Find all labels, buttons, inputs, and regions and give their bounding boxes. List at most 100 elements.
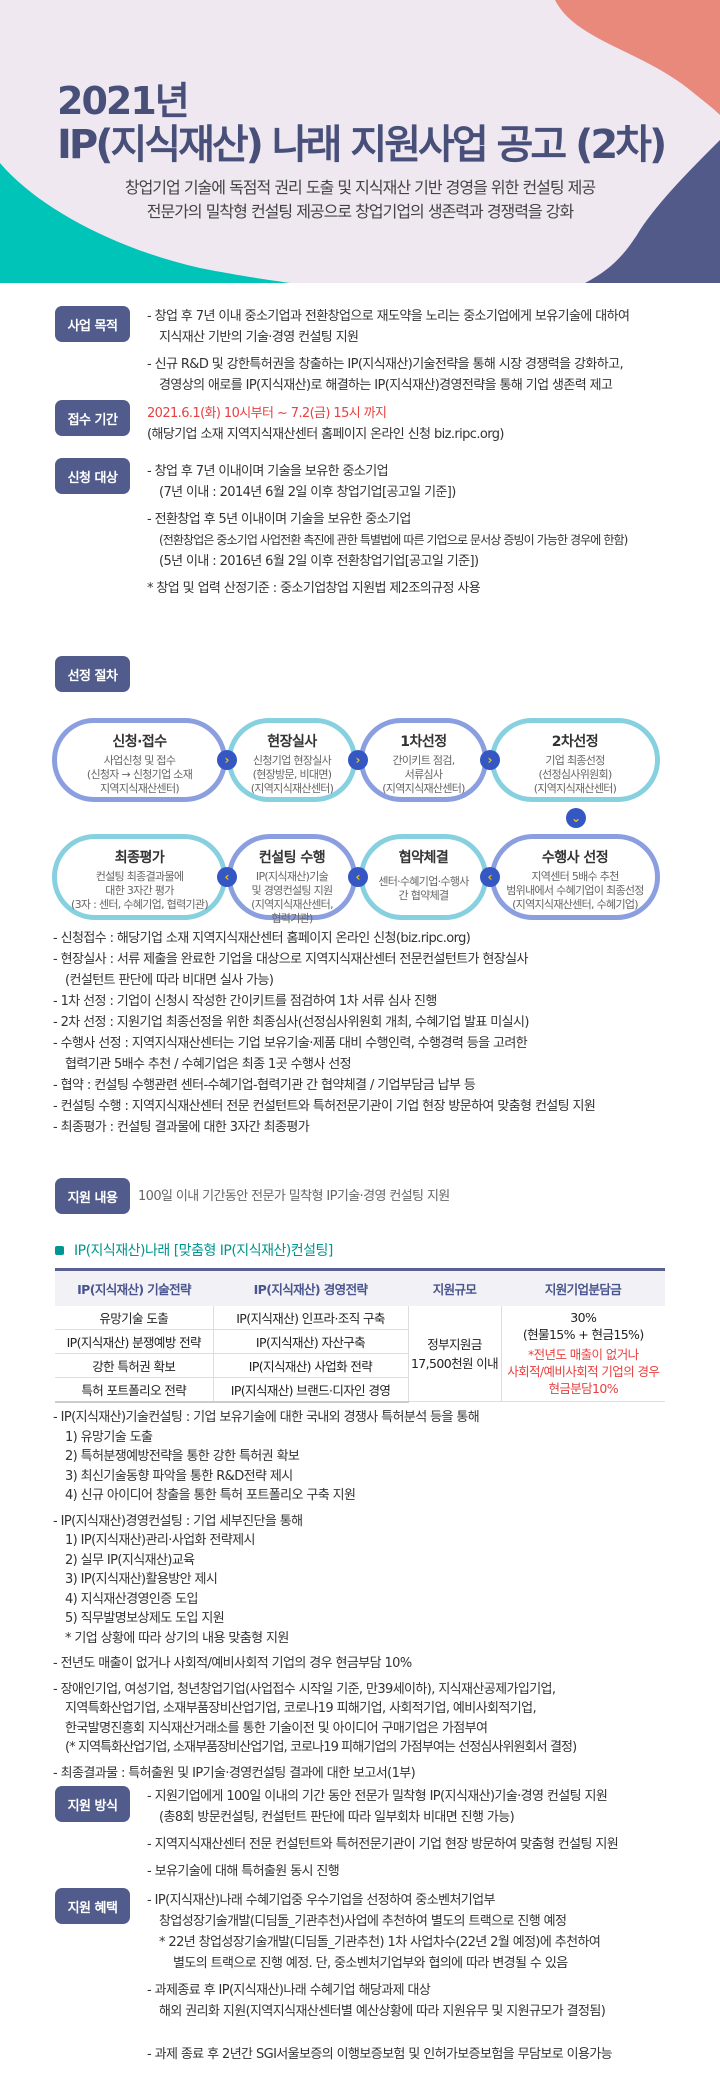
detail-line: - IP(지식재산)경영컨설팅 : 기업 세부진단을 통해 — [53, 1513, 303, 1529]
step-desc: 간 협약체결 — [398, 889, 450, 902]
share-note: 현금분담10% — [548, 1381, 619, 1397]
method-line: - 지역지식재산센터 전문 컨설턴트와 특허전문기관이 기업 현장 방문하여 맞… — [147, 1837, 619, 1852]
benefit-line: 별도의 트랙으로 진행 예정. 단, 중소벤처기업부와 협의에 따라 변경될 수… — [173, 1956, 568, 1971]
benefit-line: * 22년 창업성장기술개발(디딤돌_기관추천) 1차 사업차수(22년 2월 … — [159, 1935, 601, 1950]
process-note: - 협약 : 컨설팅 수행관련 센터-수혜기업-협력기관 간 협약체결 / 기업… — [53, 1078, 476, 1093]
step-desc: (지역지식재산센터, — [251, 898, 333, 911]
detail-line: - 최종결과물 : 특허출원 및 IP기술·경영컨설팅 결과에 대한 보고서(1… — [53, 1765, 416, 1781]
process-note: - 신청접수 : 해당기업 소재 지역지식재산센터 홈페이지 온라인 신청(bi… — [53, 931, 471, 946]
target-line: (전환창업은 중소기업 사업전환 촉진에 관한 특별법에 따른 기업으로 문서상… — [159, 533, 628, 547]
share-note: *전년도 매출이 없거나 — [528, 1347, 639, 1363]
hero-title: IP(지식재산) 나래 지원사업 공고 (2차) — [57, 122, 667, 168]
step-desc: (3자 : 센터, 수혜기업, 협력기관) — [71, 898, 209, 911]
hero-year: 2021년 — [57, 79, 190, 123]
process-note: - 수행사 선정 : 지역지식재산센터는 기업 보유기술·제품 대비 수행인력,… — [53, 1036, 528, 1051]
step-desc: (지역지식재산센터) — [533, 782, 617, 795]
table-header: IP(지식재산) 기술전략 IP(지식재산) 경영전략 지원규모 지원기업분담금 — [55, 1268, 665, 1306]
program-table: IP(지식재산) 기술전략 IP(지식재산) 경영전략 지원규모 지원기업분담금… — [55, 1268, 665, 1403]
column-header: 지원기업분담금 — [501, 1268, 665, 1306]
step-title: 신청·접수 — [112, 734, 167, 750]
detail-line: - 전년도 매출이 없거나 사회적/예비사회적 기업의 경우 현금부담 10% — [53, 1656, 412, 1671]
teal-blob — [0, 163, 290, 283]
step-desc: (선정심사위원회) — [538, 768, 612, 781]
step-title: 현장실사 — [267, 734, 317, 750]
share-note: 사회적/예비사회적 기업의 경우 — [507, 1364, 660, 1380]
process-note: - 현장실사 : 서류 제출을 완료한 기업을 대상으로 지역지식재산센터 전문… — [53, 952, 528, 967]
mgmt-cell: IP(지식재산) 자산구축 — [213, 1329, 409, 1354]
tech-cell: 강한 특허권 확보 — [55, 1353, 214, 1378]
step-desc: (현장방문, 비대면) — [252, 768, 332, 781]
detail-line: (* 지역특화산업기업, 소재부품장비산업기업, 코로나19 피해기업의 가점부… — [65, 1740, 577, 1755]
step-desc: 대한 3자간 평가 — [105, 884, 174, 897]
method-label: 지원 방식 — [55, 1786, 130, 1822]
target-text: - 창업 후 7년 이내이며 기술을 보유한 중소기업 (7년 이내 : 201… — [147, 461, 628, 599]
target-line: (7년 이내 : 2014년 6월 2일 이후 창업기업[공고일 기준]) — [159, 485, 456, 500]
detail-line: - 장애인기업, 여성기업, 청년창업기업(사업접수 시작일 기준, 만39세이… — [53, 1681, 556, 1697]
process-note: (컨설턴트 판단에 따라 비대면 실사 가능) — [65, 973, 274, 988]
purpose-text: - 창업 후 7년 이내 중소기업과 전환창업으로 재도약을 노리는 중소기업에… — [147, 306, 630, 396]
step-title: 최종평가 — [114, 850, 165, 866]
step-desc: 서류심사 — [404, 768, 443, 781]
column-header: IP(지식재산) 경영전략 — [213, 1268, 408, 1306]
step-site-visit: 현장실사 신청기업 현장실사(현장방문, 비대면)(지역지식재산센터) — [227, 718, 357, 802]
share-text: (현물15% + 현금15%) — [522, 1327, 644, 1343]
tech-cell: 특허 포트폴리오 전략 — [55, 1377, 214, 1403]
purpose-line: 지식재산 기반의 기술·경영 컨설팅 지원 — [159, 330, 359, 345]
step-desc: (지역지식재산센터) — [382, 782, 465, 795]
mgmt-cell: IP(지식재산) 사업화 전략 — [213, 1353, 409, 1378]
target-line: * 창업 및 업력 산정기준 : 중소기업창업 지원법 제2조의규정 사용 — [147, 581, 481, 596]
step-second-selection: 2차선정 기업 최종선정(선정심사위원회)(지역지식재산센터) — [490, 718, 660, 802]
step-desc: 사업신청 및 접수 — [103, 754, 176, 767]
chevron-left-icon: ‹ — [217, 867, 237, 887]
detail-line: 3) IP(지식재산)활용방안 제시 — [65, 1572, 218, 1587]
chevron-down-icon: ⌄ — [566, 808, 586, 828]
step-title: 2차선정 — [551, 734, 599, 750]
period-note: (해당기업 소재 지역지식재산센터 홈페이지 온라인 신청 biz.ripc.o… — [147, 427, 504, 442]
tech-cell: IP(지식재산) 분쟁예방 전략 — [55, 1329, 214, 1354]
step-desc: 기업 최종선정 — [545, 754, 605, 767]
detail-line: 5) 직무발명보상제도 도입 지원 — [65, 1611, 225, 1626]
benefit-line: - 과제종료 후 IP(지식재산)나래 수혜기업 해당과제 대상 — [147, 1983, 431, 1998]
process-note: - 1차 선정 : 기업이 신청시 작성한 간이키트를 점검하여 1차 서류 심… — [53, 994, 437, 1009]
chevron-right-icon: › — [480, 750, 500, 770]
benefit-line: 창업성장기술개발(디딤돌_기관추천)사업에 추천하여 별도의 트랙으로 진행 예… — [159, 1914, 567, 1929]
navy-blob — [585, 140, 720, 283]
benefit-line: 해외 권리화 지원(지역지식재산센터별 예산상황에 따라 지원유무 및 지원규모… — [159, 2004, 606, 2019]
period-label: 접수 기간 — [55, 400, 130, 436]
program-heading-text: IP(지식재산)나래 [맞춤형 IP(지식재산)컨설팅] — [74, 1243, 333, 1259]
hero-subtitle-1: 창업기업 기술에 독점적 권리 도출 및 지식재산 기반 경영을 위한 컨설팅 … — [124, 178, 596, 197]
detail-line: 2) 실무 IP(지식재산)교육 — [65, 1552, 195, 1568]
detail-line: 4) 지식재산경영인증 도입 — [65, 1591, 198, 1607]
benefit-text: - IP(지식재산)나래 수혜기업중 우수기업을 선정하여 중소벤처기업부 창업… — [147, 1890, 613, 2065]
step-desc: 지역지식재산센터) — [100, 782, 180, 795]
tech-cell: 유망기술 도출 — [55, 1305, 214, 1330]
target-line: - 전환창업 후 5년 이내이며 기술을 보유한 중소기업 — [147, 512, 411, 527]
decorative-shapes — [0, 0, 720, 283]
step-desc: 센터·수혜기업·수행사 — [378, 875, 469, 888]
method-text: - 지원기업에게 100일 이내의 기간 동안 전문가 밀착형 IP(지식재산)… — [147, 1786, 619, 1882]
hero-banner: 2021년 IP(지식재산) 나래 지원사업 공고 (2차) 창업기업 기술에 … — [0, 0, 720, 283]
mgmt-cell: IP(지식재산) 브랜드·디자인 경영 — [213, 1377, 409, 1403]
step-title: 수행사 선정 — [541, 850, 609, 866]
detail-line: 한국발명진흥회 지식재산거래소를 통한 기술이전 및 아이디어 구매기업은 가점… — [65, 1720, 488, 1736]
share-text: 30% — [570, 1310, 597, 1326]
target-line: (5년 이내 : 2016년 6월 2일 이후 전환창업기업[공고일 기준]) — [159, 554, 479, 569]
scale-text: 17,500천원 이내 — [410, 1356, 499, 1372]
step-desc: 범위내에서 수혜기업이 최종선정 — [506, 884, 644, 897]
coral-blob — [555, 0, 720, 115]
step-desc: (신청자 → 신청기업 소재 — [86, 768, 193, 781]
process-note: - 2차 선정 : 지원기업 최종선정을 위한 최종심사(선정심사위원회 개최,… — [53, 1015, 529, 1030]
step-desc: 간이키트 점검, — [392, 754, 455, 767]
detail-line: 1) 유망기술 도출 — [65, 1429, 153, 1445]
purpose-line: 경영상의 애로를 IP(지식재산)로 해결하는 IP(지식재산)경영전략을 통해… — [159, 378, 613, 393]
detail-line: 2) 특허분쟁예방전략을 통한 강한 특허권 확보 — [65, 1449, 300, 1464]
detail-line: 지역특화산업기업, 소재부품장비산업기업, 코로나19 피해기업, 사회적기업,… — [65, 1701, 537, 1716]
